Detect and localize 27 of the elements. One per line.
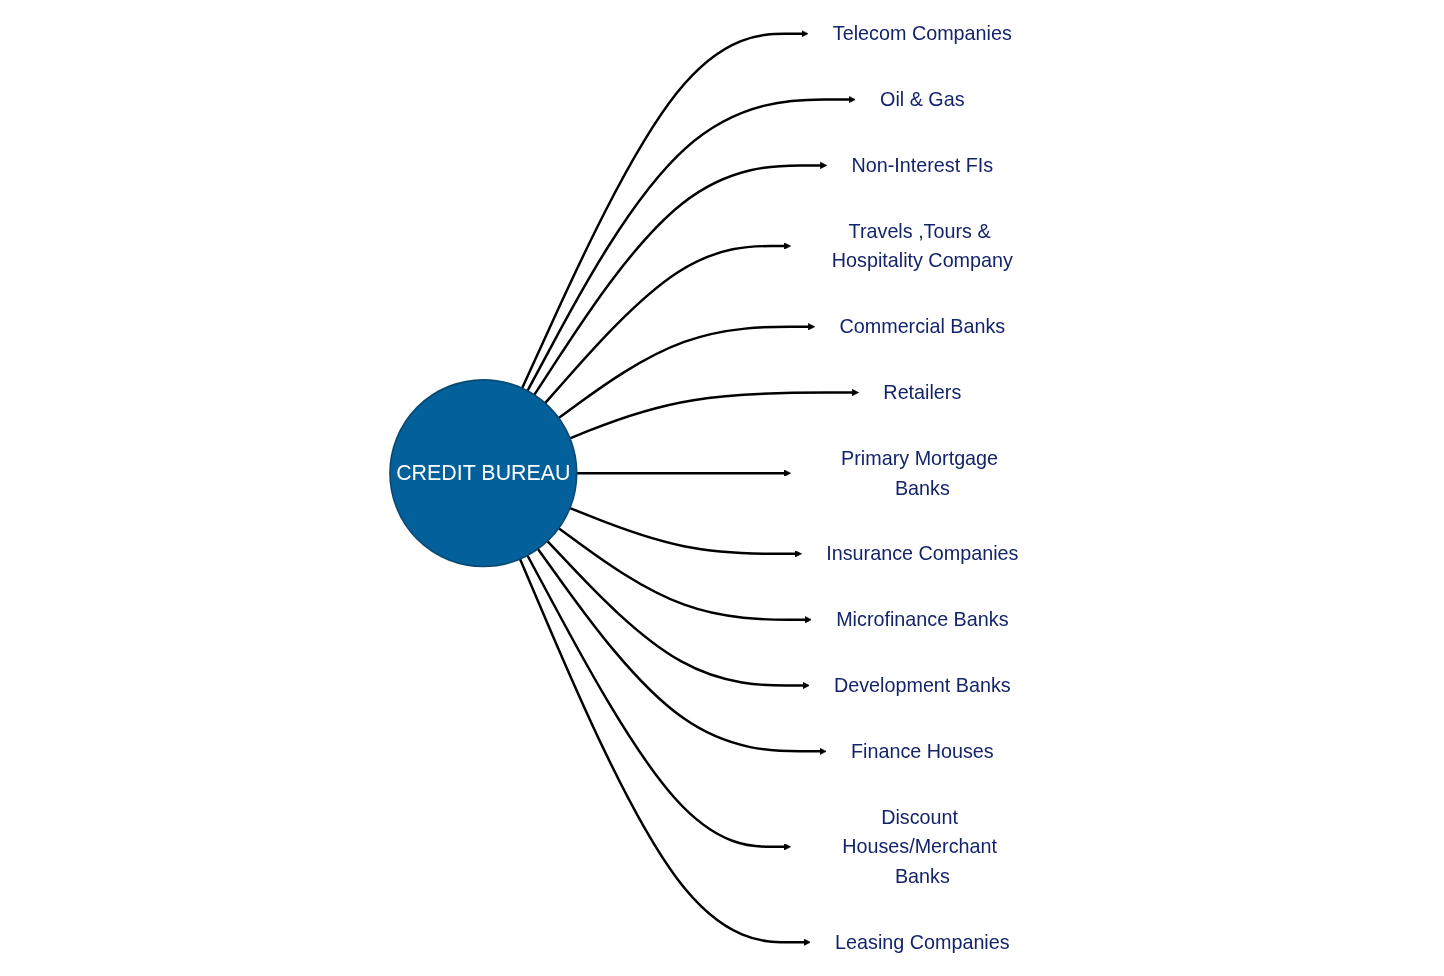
arrow	[569, 388, 859, 440]
arrow	[576, 469, 791, 477]
node-text: Discount Houses/Merchant Banks	[842, 805, 997, 888]
node-text: Microfinance Banks	[836, 608, 1009, 631]
node-text: Primary Mortgage Banks	[841, 446, 999, 499]
arrow	[544, 242, 791, 404]
arrow	[526, 554, 791, 851]
node-text: Insurance Companies	[826, 542, 1019, 565]
arrow	[520, 30, 809, 389]
arrow	[569, 506, 802, 558]
arrow	[533, 161, 828, 396]
node-text: Travels ,Tours & Hospitality Company	[831, 219, 1013, 272]
arrow	[558, 323, 816, 420]
arrow	[558, 527, 812, 624]
node-text: Commercial Banks	[839, 315, 1006, 338]
node-circle: CREDIT BUREAU	[389, 379, 578, 568]
node-text: Development Banks	[833, 673, 1011, 697]
node-text: Non-Interest FIs	[851, 153, 994, 177]
node-text: Telecom Companies	[832, 22, 1012, 45]
arrow	[518, 558, 811, 946]
node-text: Leasing Companies	[835, 930, 1010, 953]
arrow	[546, 540, 810, 690]
arrow	[526, 95, 856, 392]
node-text: Finance Houses	[850, 739, 994, 763]
node-text: Retailers	[883, 381, 962, 404]
node-text: Oil & Gas	[880, 88, 965, 111]
arrow	[536, 548, 827, 755]
